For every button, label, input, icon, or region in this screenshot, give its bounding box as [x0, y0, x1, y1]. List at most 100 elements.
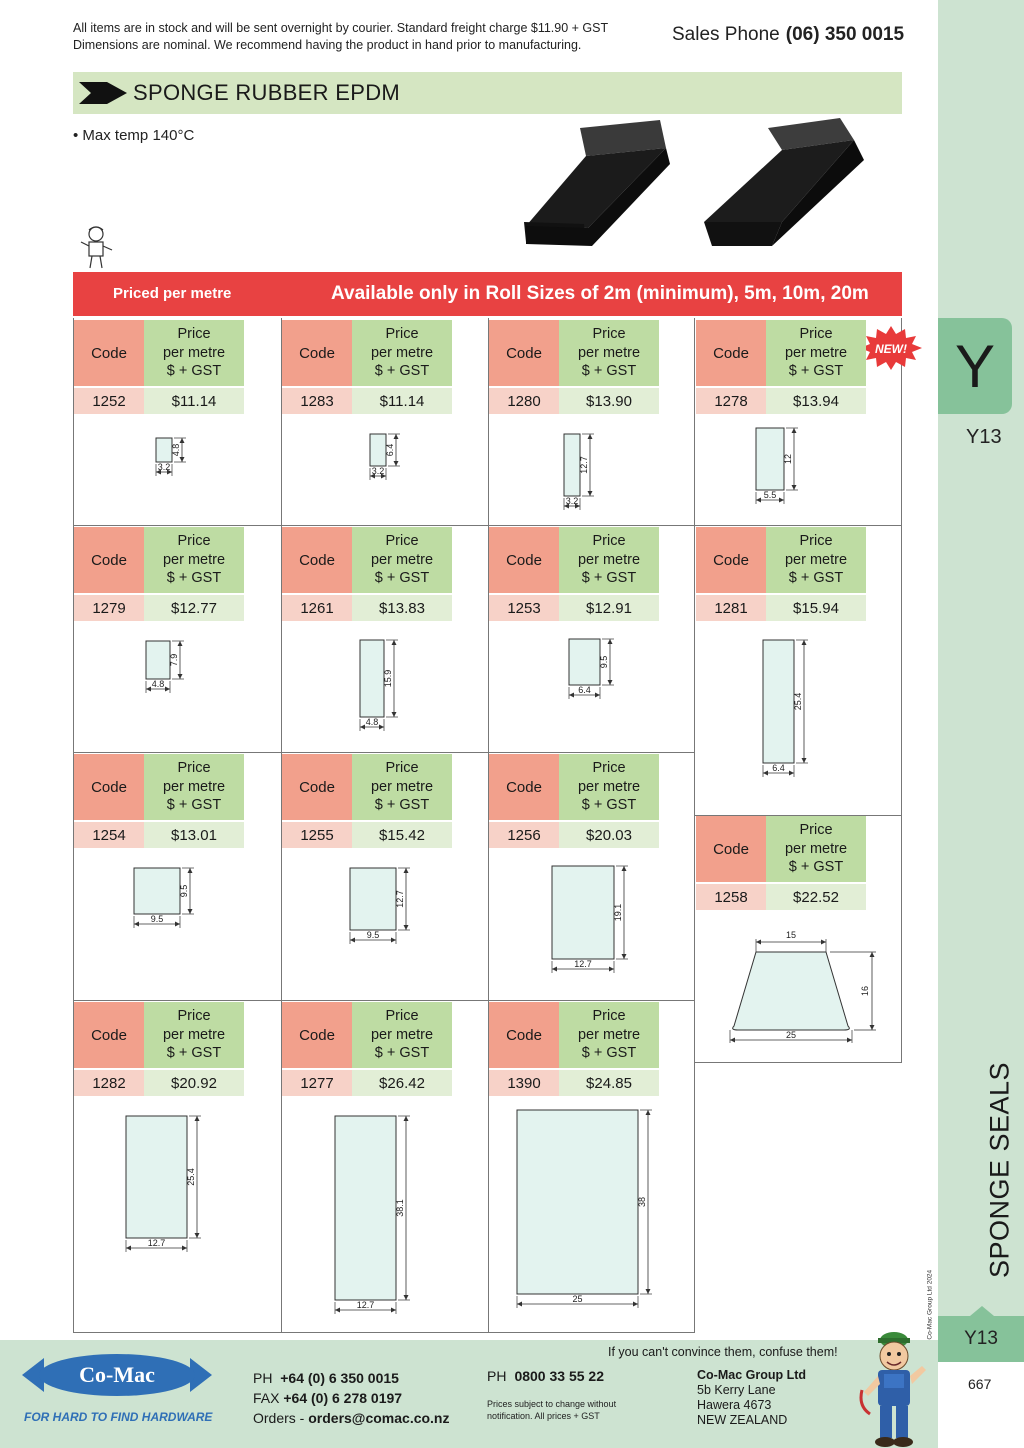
height-label: 9.5	[599, 656, 609, 669]
profile-diagram: 25.46.4	[762, 639, 808, 777]
ph2-number[interactable]: 0800 33 55 22	[514, 1368, 604, 1384]
height-label: 6.4	[385, 444, 395, 457]
arrowhead	[609, 966, 614, 972]
section-code-top: Y13	[966, 426, 1002, 448]
code-header: Code	[489, 320, 559, 386]
orders-label: Orders -	[253, 1410, 305, 1426]
arrowhead	[587, 491, 593, 496]
arrowhead	[177, 674, 183, 679]
code-header: Code	[282, 1002, 352, 1068]
roll-size-banner: Priced per metre Available only in Roll …	[73, 272, 902, 316]
code-header: Code	[696, 320, 766, 386]
product-code: 1256	[489, 822, 559, 848]
category-vertical-title: SPONGE SEALS	[984, 1061, 1015, 1279]
profile-diagram: 12.79.5	[349, 867, 410, 944]
arrowhead	[569, 692, 574, 698]
arrowhead	[645, 1289, 651, 1294]
profile-shape	[334, 1115, 397, 1301]
product-code: 1277	[282, 1070, 352, 1096]
profile-shape	[369, 433, 387, 467]
code-header: Code	[74, 1002, 144, 1068]
section-tab-y[interactable]: Y	[938, 318, 1012, 414]
product-price: $11.14	[352, 388, 452, 414]
arrowhead	[517, 1301, 522, 1307]
stock-notice: All items are in stock and will be sent …	[73, 20, 608, 54]
arrowhead	[791, 428, 797, 433]
product-price: $20.92	[144, 1070, 244, 1096]
price-note: Prices subject to change without notific…	[487, 1399, 617, 1421]
arrowhead	[763, 770, 768, 776]
arrowhead	[789, 770, 794, 776]
product-code: 1255	[282, 822, 352, 848]
arrowhead	[167, 469, 172, 475]
new-badge-label: NEW!	[875, 342, 907, 356]
address-line-1: 5b Kerry Lane	[697, 1383, 776, 1397]
arrowhead	[391, 712, 397, 717]
slogan: If you can't convince them, confuse them…	[608, 1345, 838, 1359]
product-code: 1252	[74, 388, 144, 414]
width-label: 6.4	[578, 685, 591, 695]
product-price: $20.03	[559, 822, 659, 848]
grid-line	[695, 815, 902, 816]
code-header: Code	[696, 816, 766, 882]
table-row: 1280$13.90	[489, 388, 659, 414]
grid-line	[695, 1062, 902, 1063]
profile-diagram: 6.43.2	[369, 433, 400, 480]
arrowhead	[403, 868, 409, 873]
arrowhead	[621, 866, 627, 871]
arrowhead	[645, 1110, 651, 1115]
arrowhead	[134, 921, 139, 927]
arrowhead	[779, 497, 784, 503]
product-code: 1279	[74, 595, 144, 621]
width-label: 3.2	[158, 462, 171, 472]
code-header: Code	[489, 527, 559, 593]
table-row: 1255$15.42	[282, 822, 452, 848]
profile-shape	[155, 437, 173, 463]
profile-shape	[145, 640, 171, 680]
footer-page-area	[938, 1362, 1024, 1448]
sales-phone-number[interactable]: (06) 350 0015	[785, 24, 905, 45]
section-code-bottom-tab: Y13	[938, 1306, 1024, 1362]
product-price: $13.83	[352, 595, 452, 621]
table-row: 1282$20.92	[74, 1070, 244, 1096]
height-label: 15.9	[383, 670, 393, 688]
priced-per-metre-label: Priced per metre	[113, 285, 232, 302]
arrowhead	[391, 937, 396, 943]
table-row: 1390$24.85	[489, 1070, 659, 1096]
product-price: $22.52	[766, 884, 866, 910]
product-code: 1280	[489, 388, 559, 414]
table-row: 1252$11.14	[74, 388, 244, 414]
profile-shape	[359, 639, 385, 718]
table-row: 1256$20.03	[489, 822, 659, 848]
height-label: 12.7	[395, 890, 405, 908]
arrowhead	[607, 680, 613, 685]
arrow-icon	[79, 82, 127, 104]
arrowhead	[821, 939, 826, 945]
product-code: 1258	[696, 884, 766, 910]
product-price: $15.94	[766, 595, 866, 621]
arrowhead	[360, 724, 365, 730]
width-label: 3.2	[372, 466, 385, 476]
width-label: 3.2	[566, 496, 579, 506]
height-label: 7.9	[169, 654, 179, 667]
ph-number[interactable]: +64 (0) 6 350 0015	[280, 1370, 399, 1386]
code-header: Code	[282, 320, 352, 386]
profile-shape	[516, 1109, 639, 1295]
orders-email[interactable]: orders@comac.co.nz	[308, 1410, 450, 1426]
contact-block: PH +64 (0) 6 350 0015 FAX +64 (0) 6 278 …	[253, 1368, 450, 1428]
profile-shape	[568, 638, 601, 686]
